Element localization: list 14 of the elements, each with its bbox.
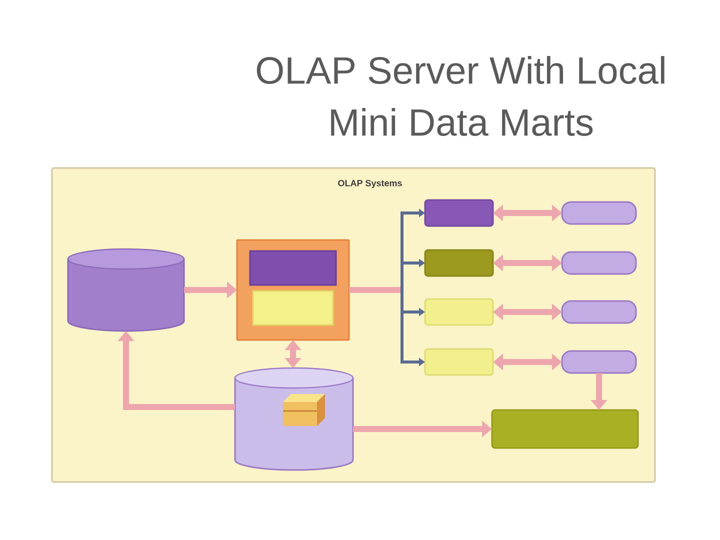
slide-title: OLAP Server With Local Mini Data Marts [256,56,664,136]
filled-box [424,348,494,376]
filled-box [424,298,494,326]
database-cylinder [67,248,185,332]
inner-box [252,290,334,326]
panel-heading: OLAP Systems [338,180,402,188]
inner-box [249,250,337,286]
filled-box [424,199,494,227]
rounded-box [561,350,637,374]
rounded-box [561,251,637,275]
filled-box [424,249,494,277]
rounded-box [561,201,637,225]
wide-box [491,409,639,449]
rounded-box [561,300,637,324]
